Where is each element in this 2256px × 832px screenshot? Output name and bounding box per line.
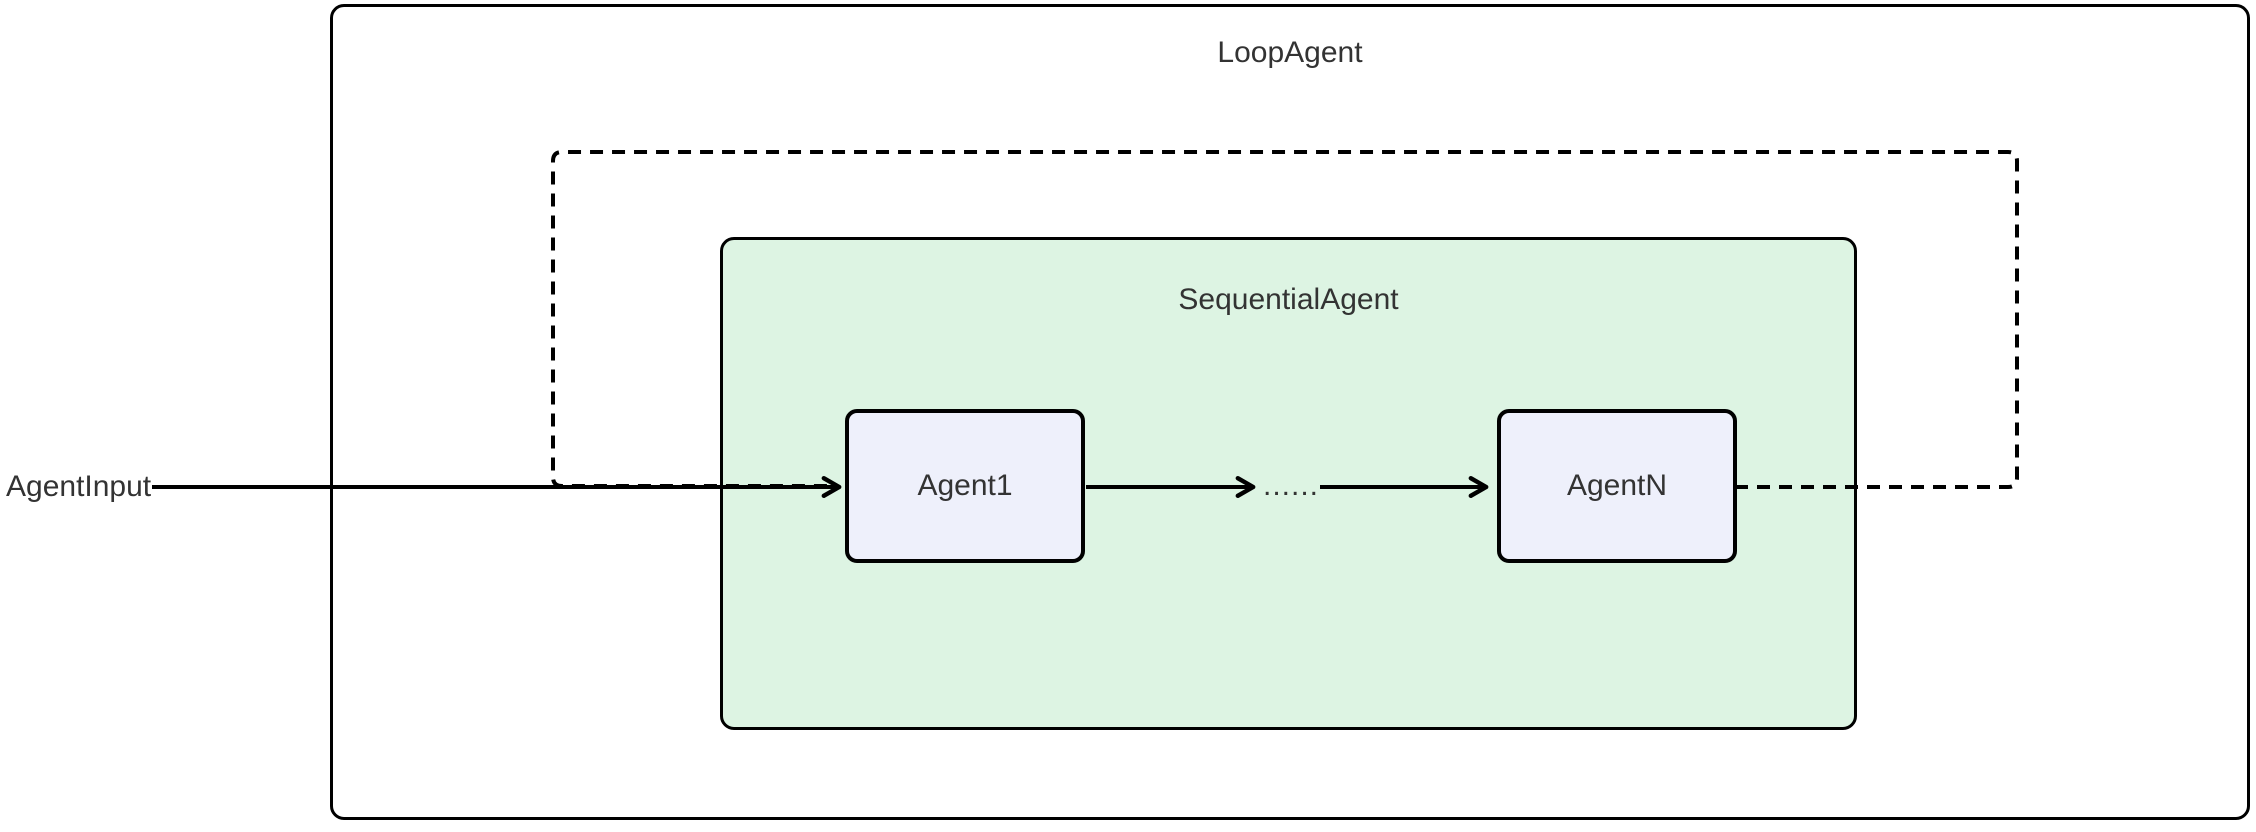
sequentialagent-label: SequentialAgent [1178, 283, 1399, 316]
loopagent-label: LoopAgent [1217, 36, 1363, 69]
loopagent-container: LoopAgent [330, 4, 2250, 820]
edge-dots-label: ...... [1263, 469, 1320, 502]
agent-input-label: AgentInput [6, 470, 152, 503]
node-agentn-label: AgentN [1566, 469, 1668, 502]
node-agent1-label: Agent1 [917, 469, 1013, 502]
node-agentn: AgentN [1497, 409, 1737, 563]
node-agent1: Agent1 [845, 409, 1085, 563]
